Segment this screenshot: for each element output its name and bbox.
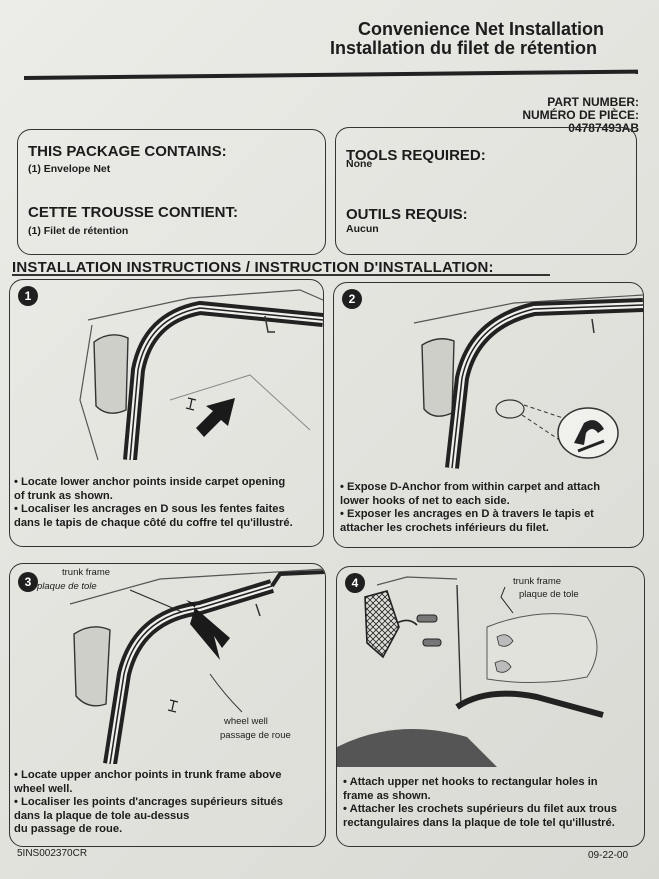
package-item-en: (1) Envelope Net — [28, 163, 111, 175]
title-french: Installation du filet de rétention — [330, 38, 598, 58]
part-number-label-en: PART NUMBER: — [547, 95, 639, 109]
footer-date: 09-22-00 — [588, 850, 629, 861]
step-4-label-frame-en: trunk frame — [513, 576, 562, 587]
tools-heading-en: TOOLS REQUIRED: — [346, 147, 486, 164]
step-3-line-5: du passage de roue. — [14, 823, 123, 835]
step-4-caption: • Attach upper net hooks to rectangular … — [343, 776, 617, 830]
footer-code: 5INS002370CR — [17, 848, 88, 859]
tools-heading-fr: OUTILS REQUIS: — [346, 206, 468, 223]
package-heading-en: THIS PACKAGE CONTAINS: — [28, 143, 227, 160]
step-1-line-2: of trunk as shown. — [14, 489, 113, 502]
title-rule — [24, 69, 639, 80]
package-item-fr: (1) Filet de rétention — [28, 225, 129, 237]
package-heading-fr: CETTE TROUSSE CONTIENT: — [28, 204, 239, 221]
step-1-panel: 1 • Locate lower anchor points inside ca… — [9, 279, 324, 547]
step-1-line-4: dans le tapis de chaque côté du coffre t… — [14, 516, 293, 529]
step-2-line-1: • Expose D-Anchor from within carpet and… — [340, 481, 601, 493]
step-4-label-frame-fr: plaque de tole — [519, 589, 579, 600]
part-number-label-fr: NUMÉRO DE PIÈCE: — [522, 108, 639, 122]
step-4-line-4: rectangulaires dans la plaque de tole te… — [343, 816, 615, 829]
step-4-illustration — [337, 576, 604, 767]
instructions-heading: INSTALLATION INSTRUCTIONS / INSTRUCTION … — [12, 259, 494, 276]
step-2-line-3: • Exposer les ancrages en D à travers le… — [340, 508, 594, 520]
part-number-value: 04787493AB — [568, 121, 639, 135]
step-2-line-2: lower hooks of net to each side. — [340, 494, 510, 507]
title-english: Convenience Net Installation — [358, 19, 605, 39]
step-2-number: 2 — [342, 289, 362, 309]
step-3-label-well-fr: passage de roue — [220, 730, 291, 741]
step-1-caption: • Locate lower anchor points inside carp… — [14, 476, 293, 530]
step-3-illustration — [69, 568, 325, 764]
package-contents-box: THIS PACKAGE CONTAINS: (1) Envelope Net … — [17, 129, 326, 255]
step-4-line-3: • Attacher les crochets supérieurs du fi… — [343, 803, 617, 815]
step-3-line-4: dans la plaque de tole au-dessus — [14, 809, 190, 822]
step-3-caption: • Locate upper anchor points in trunk fr… — [14, 769, 283, 837]
step-3-line-3: • Localiser les points d'ancrages supéri… — [14, 796, 283, 808]
instructions-rule — [12, 274, 550, 276]
step-2-caption: • Expose D-Anchor from within carpet and… — [340, 481, 600, 535]
tools-item-en: None — [346, 158, 373, 170]
step-3-line-1: • Locate upper anchor points in trunk fr… — [14, 769, 282, 781]
step-3-label-frame-fr: plaque de tole — [37, 581, 97, 592]
tools-item-fr: Aucun — [346, 223, 379, 235]
step-3-number: 3 — [18, 572, 38, 592]
step-2-illustration — [413, 294, 643, 469]
step-3-line-2: wheel well. — [14, 782, 73, 795]
step-3-label-frame-en: trunk frame — [62, 567, 111, 578]
step-4-number: 4 — [345, 573, 365, 593]
step-4-line-2: frame as shown. — [343, 789, 431, 802]
step-2-line-4: attacher les crochets inférieurs du file… — [340, 521, 549, 534]
step-1-illustration — [79, 289, 323, 460]
step-1-number: 1 — [18, 286, 38, 306]
step-3-label-well-en: wheel well — [224, 716, 268, 727]
step-3-panel: 3 trunk frame plaque de tole wheel well … — [9, 563, 326, 847]
step-4-panel: 4 trunk frame plaque de tole • Attach up… — [336, 566, 645, 847]
step-1-line-3: • Localiser les ancrages en D sous les f… — [14, 503, 285, 515]
step-4-line-1: • Attach upper net hooks to rectangular … — [343, 776, 598, 788]
step-2-panel: 2 • Expose D-Anchor from within carpet a… — [333, 282, 644, 548]
step-1-line-1: • Locate lower anchor points inside carp… — [14, 476, 286, 488]
tools-box: TOOLS REQUIRED: None OUTILS REQUIS: Aucu… — [335, 127, 637, 255]
